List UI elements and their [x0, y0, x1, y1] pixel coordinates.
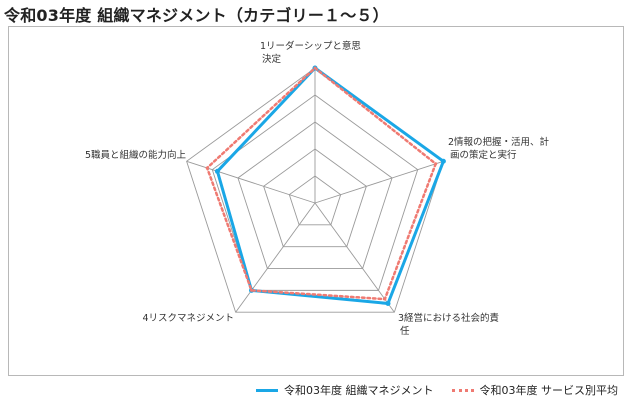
legend-item-series-2: 令和03年度 サービス別平均 [451, 382, 619, 398]
grid-ring-3 [237, 121, 393, 269]
legend-swatch-solid [256, 388, 278, 392]
category-label-2-line-1: 2情報の把握・活用、計 [448, 136, 550, 148]
axis-spoke-4 [235, 202, 316, 313]
series-line-2 [205, 66, 437, 301]
legend-item-series-1: 令和03年度 組織マネジメント [256, 382, 434, 398]
category-label-5: 5職員と組織の能力向上 [85, 149, 187, 161]
data-point-s1-5 [214, 168, 220, 174]
legend: 令和03年度 組織マネジメント 令和03年度 サービス別平均 [256, 382, 618, 398]
category-label-1-line-2: 決定 [262, 53, 282, 65]
data-point-s1-2 [440, 158, 446, 164]
category-label-3-line-1: 3経営における社会的責 [398, 312, 499, 324]
chart-area [8, 26, 624, 376]
data-point-s2-2 [434, 162, 438, 166]
legend-label-series-1: 令和03年度 組織マネジメント [284, 384, 434, 397]
data-point-s1-3 [385, 300, 391, 306]
grid-ring-1 [288, 175, 342, 226]
legend-swatch-dotted [451, 388, 474, 392]
axis-spoke-2 [314, 160, 444, 204]
category-label-3-line-2: 任 [400, 325, 410, 337]
category-label-2-line-2: 画の策定と実行 [450, 149, 517, 161]
grid-ring-2 [263, 148, 367, 248]
data-point-s2-3 [383, 297, 387, 301]
category-label-1-line-1: 1リーダーシップと意思 [260, 40, 361, 52]
data-point-s2-5 [205, 166, 209, 170]
chart-title: 令和03年度 組織マネジメント（カテゴリー１～５） [4, 6, 389, 25]
legend-label-series-2: 令和03年度 サービス別平均 [479, 384, 619, 397]
axis-spoke-3 [314, 202, 395, 313]
data-point-s2-4 [250, 288, 254, 292]
data-point-s2-1 [313, 66, 317, 70]
series-line-1 [215, 66, 445, 305]
category-label-4: 4リスクマネジメント [142, 313, 234, 324]
